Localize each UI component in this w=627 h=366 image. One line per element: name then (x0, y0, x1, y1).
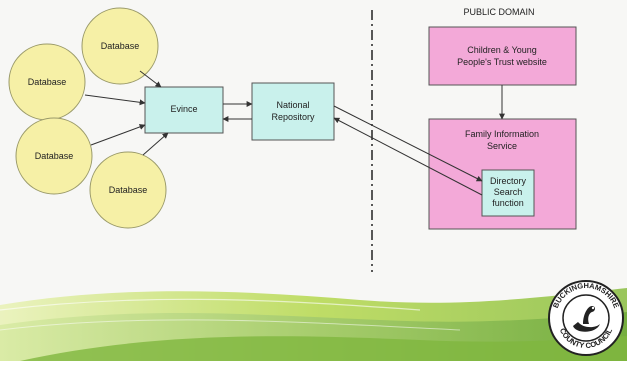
children-trust-line-1: Children & Young (467, 45, 537, 55)
children-trust-line-2: People's Trust website (457, 57, 547, 67)
database-label: Database (35, 151, 74, 161)
database-node-4: Database (89, 151, 167, 229)
national-repository-line-2: Repository (271, 112, 315, 122)
database-node-3: Database (15, 117, 93, 195)
arrow-directory-repository (333, 117, 483, 196)
evince-label: Evince (170, 104, 197, 114)
council-logo: BUCKINGHAMSHIRE COUNTY COUNCIL (548, 280, 624, 356)
directory-search-line-1: Directory (490, 176, 527, 186)
arrow-db4-evince (142, 132, 169, 156)
swan-icon (573, 306, 600, 332)
directory-search-node: Directory Search function (481, 169, 535, 217)
national-repository-node: National Repository (251, 82, 335, 141)
database-label: Database (28, 77, 67, 87)
public-domain-label: PUBLIC DOMAIN (463, 7, 534, 17)
national-repository-line-1: National (276, 100, 309, 110)
directory-search-line-3: function (492, 198, 524, 208)
directory-search-line-2: Search (494, 187, 523, 197)
evince-node: Evince (144, 86, 224, 134)
database-node-2: Database (8, 43, 86, 121)
arrow-db1-evince (139, 70, 162, 88)
arrow-repository-directory (333, 105, 483, 182)
footer-wave (0, 288, 627, 361)
family-info-line-2: Service (487, 141, 517, 151)
arrow-db3-evince (90, 124, 146, 146)
children-trust-node: Children & Young People's Trust website (428, 26, 577, 86)
family-info-line-1: Family Information (465, 129, 539, 139)
database-label: Database (109, 185, 148, 195)
database-label: Database (101, 41, 140, 51)
arrow-db2-evince (84, 94, 146, 106)
database-node-1: Database (81, 7, 159, 85)
